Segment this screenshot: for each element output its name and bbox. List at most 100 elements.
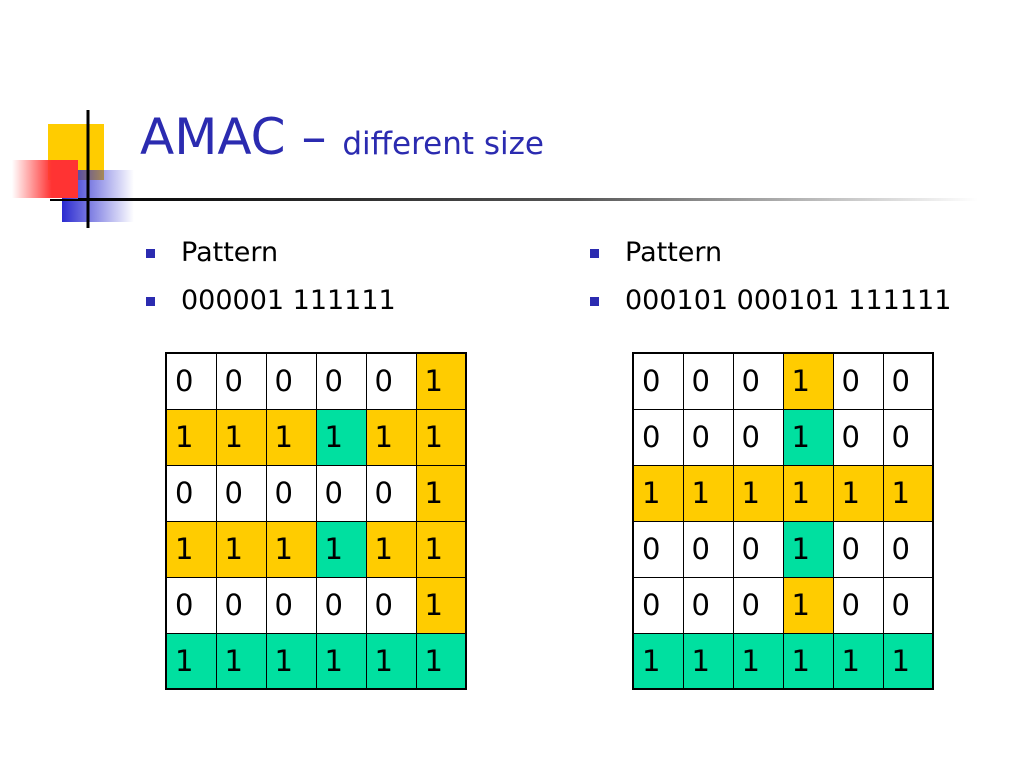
grid-cell: 0 [832, 352, 884, 410]
grid-cell: 1 [215, 632, 267, 690]
grid-cell: 0 [265, 464, 317, 522]
grid-cell: 1 [265, 520, 317, 578]
bullet-square-icon [590, 297, 599, 306]
grid-cell: 1 [315, 632, 367, 690]
grid-cell: 1 [632, 632, 684, 690]
grid-cell: 1 [415, 632, 467, 690]
grid-cell: 1 [365, 520, 417, 578]
grid-cell: 0 [632, 408, 684, 466]
grid-cell: 0 [165, 464, 217, 522]
grid-cell: 1 [732, 632, 784, 690]
bullet-square-icon [590, 249, 599, 258]
deco-red-band [12, 160, 78, 198]
grid-cell: 1 [265, 632, 317, 690]
grid-cell: 0 [215, 352, 267, 410]
grid-cell: 0 [882, 576, 934, 634]
grid-cell: 0 [365, 464, 417, 522]
left-column: Pattern 000001 111111 [140, 234, 396, 330]
bullet-text: 000101 000101 111111 [625, 285, 952, 316]
grid-cell: 1 [415, 576, 467, 634]
grid-cell: 1 [165, 520, 217, 578]
grid-cell: 1 [365, 632, 417, 690]
grid-cell: 1 [682, 632, 734, 690]
grid-cell: 0 [682, 352, 734, 410]
bullet-text: Pattern [625, 237, 723, 268]
title-main: AMAC – [140, 108, 343, 166]
grid-cell: 0 [315, 352, 367, 410]
grid-cell: 1 [415, 464, 467, 522]
grid-cell: 1 [782, 408, 834, 466]
grid-cell: 1 [415, 520, 467, 578]
grid-cell: 1 [215, 520, 267, 578]
grid-cell: 1 [882, 632, 934, 690]
grid-cell: 0 [732, 520, 784, 578]
right-column: Pattern 000101 000101 111111 [584, 234, 951, 330]
title-decoration [12, 110, 978, 228]
grid-cell: 1 [832, 464, 884, 522]
grid-cell: 0 [165, 576, 217, 634]
bullet-text: Pattern [181, 237, 279, 268]
bullet-square-icon [146, 249, 155, 258]
bullet-item: 000001 111111 [140, 282, 396, 330]
grid-cell: 1 [365, 408, 417, 466]
grid-cell: 1 [682, 464, 734, 522]
grid-cell: 1 [632, 464, 684, 522]
bullet-text: 000001 111111 [181, 285, 396, 316]
grid-cell: 0 [365, 576, 417, 634]
grid-cell: 1 [415, 408, 467, 466]
grid-cell: 1 [782, 352, 834, 410]
grid-cell: 0 [215, 464, 267, 522]
left-bullet-list: Pattern 000001 111111 [140, 234, 396, 330]
grid-cell: 1 [415, 352, 467, 410]
grid-cell: 0 [215, 576, 267, 634]
bullet-item: 000101 000101 111111 [584, 282, 951, 330]
grid-cell: 0 [632, 352, 684, 410]
grid-cell: 0 [632, 576, 684, 634]
grid-cell: 0 [832, 520, 884, 578]
bullet-item: Pattern [140, 234, 396, 282]
grid-cell: 0 [165, 352, 217, 410]
grid-cell: 0 [315, 464, 367, 522]
grid-cell: 0 [265, 352, 317, 410]
grid-cell: 1 [732, 464, 784, 522]
grid-cell: 1 [832, 632, 884, 690]
grid-cell: 0 [632, 520, 684, 578]
grid-cell: 1 [315, 520, 367, 578]
grid-cell: 0 [882, 352, 934, 410]
page-title: AMAC – different size [140, 112, 544, 162]
grid-cell: 0 [682, 576, 734, 634]
grid-cell: 1 [215, 408, 267, 466]
bullet-item: Pattern [584, 234, 951, 282]
title-underline [78, 198, 978, 201]
grid-cell: 0 [732, 576, 784, 634]
grid-cell: 0 [682, 408, 734, 466]
grid-cell: 1 [782, 576, 834, 634]
grid-cell: 1 [782, 632, 834, 690]
grid-cell: 1 [782, 464, 834, 522]
grid-cell: 1 [265, 408, 317, 466]
grid-cell: 0 [682, 520, 734, 578]
grid-cell: 1 [165, 632, 217, 690]
grid-cell: 0 [732, 352, 784, 410]
grid-cell: 0 [365, 352, 417, 410]
grid-cell: 1 [882, 464, 934, 522]
bullet-square-icon [146, 297, 155, 306]
grid-cell: 0 [315, 576, 367, 634]
right-bullet-list: Pattern 000101 000101 111111 [584, 234, 951, 330]
grid-cell: 1 [315, 408, 367, 466]
grid-cell: 0 [882, 408, 934, 466]
grid-cell: 0 [832, 576, 884, 634]
